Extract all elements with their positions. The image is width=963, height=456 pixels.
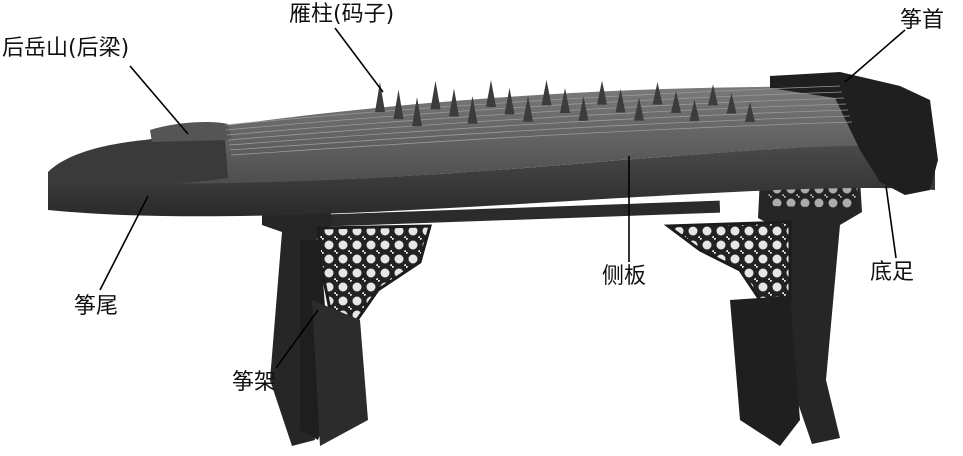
label-foot: 底足 (870, 260, 915, 285)
tail-end (48, 138, 228, 187)
bridge (689, 99, 700, 122)
soundboard (48, 86, 935, 184)
head-block (770, 72, 938, 195)
label-side-board: 侧板 (602, 264, 647, 289)
side-board (48, 145, 935, 217)
label-back-bridge: 后岳山(后梁) (2, 36, 130, 61)
bridge (467, 96, 478, 124)
bridge (393, 89, 404, 120)
leader-bridges (334, 27, 384, 93)
stand-left (262, 205, 432, 446)
bridge (523, 95, 533, 122)
bridge (597, 80, 607, 105)
label-stand: 筝架 (232, 370, 277, 395)
leader-back-bridge (129, 65, 189, 135)
label-bridges: 雁柱(码子) (289, 2, 395, 27)
bridge (745, 102, 755, 122)
stand-crossbar (299, 200, 721, 228)
leader-tail (99, 195, 149, 291)
bridge (449, 88, 459, 117)
back-bridge (150, 122, 232, 142)
bridge (726, 93, 737, 114)
bridge (412, 97, 422, 127)
bridge (430, 80, 441, 110)
stand-right (663, 178, 862, 446)
bridge (375, 82, 385, 112)
bridge (504, 87, 515, 115)
bridge (541, 79, 552, 106)
bridge (634, 97, 644, 121)
bridge (560, 88, 570, 113)
leader-foot (885, 185, 897, 259)
bridge (652, 82, 663, 105)
bridge (486, 79, 496, 107)
leader-stand (275, 309, 319, 369)
bridge (578, 96, 589, 121)
leader-head (844, 29, 906, 83)
label-tail: 筝尾 (74, 294, 119, 319)
bridge (615, 89, 626, 113)
bridge (671, 90, 681, 113)
bridges-group (375, 79, 755, 127)
label-head: 筝首 (900, 8, 945, 33)
bridge (708, 84, 718, 106)
